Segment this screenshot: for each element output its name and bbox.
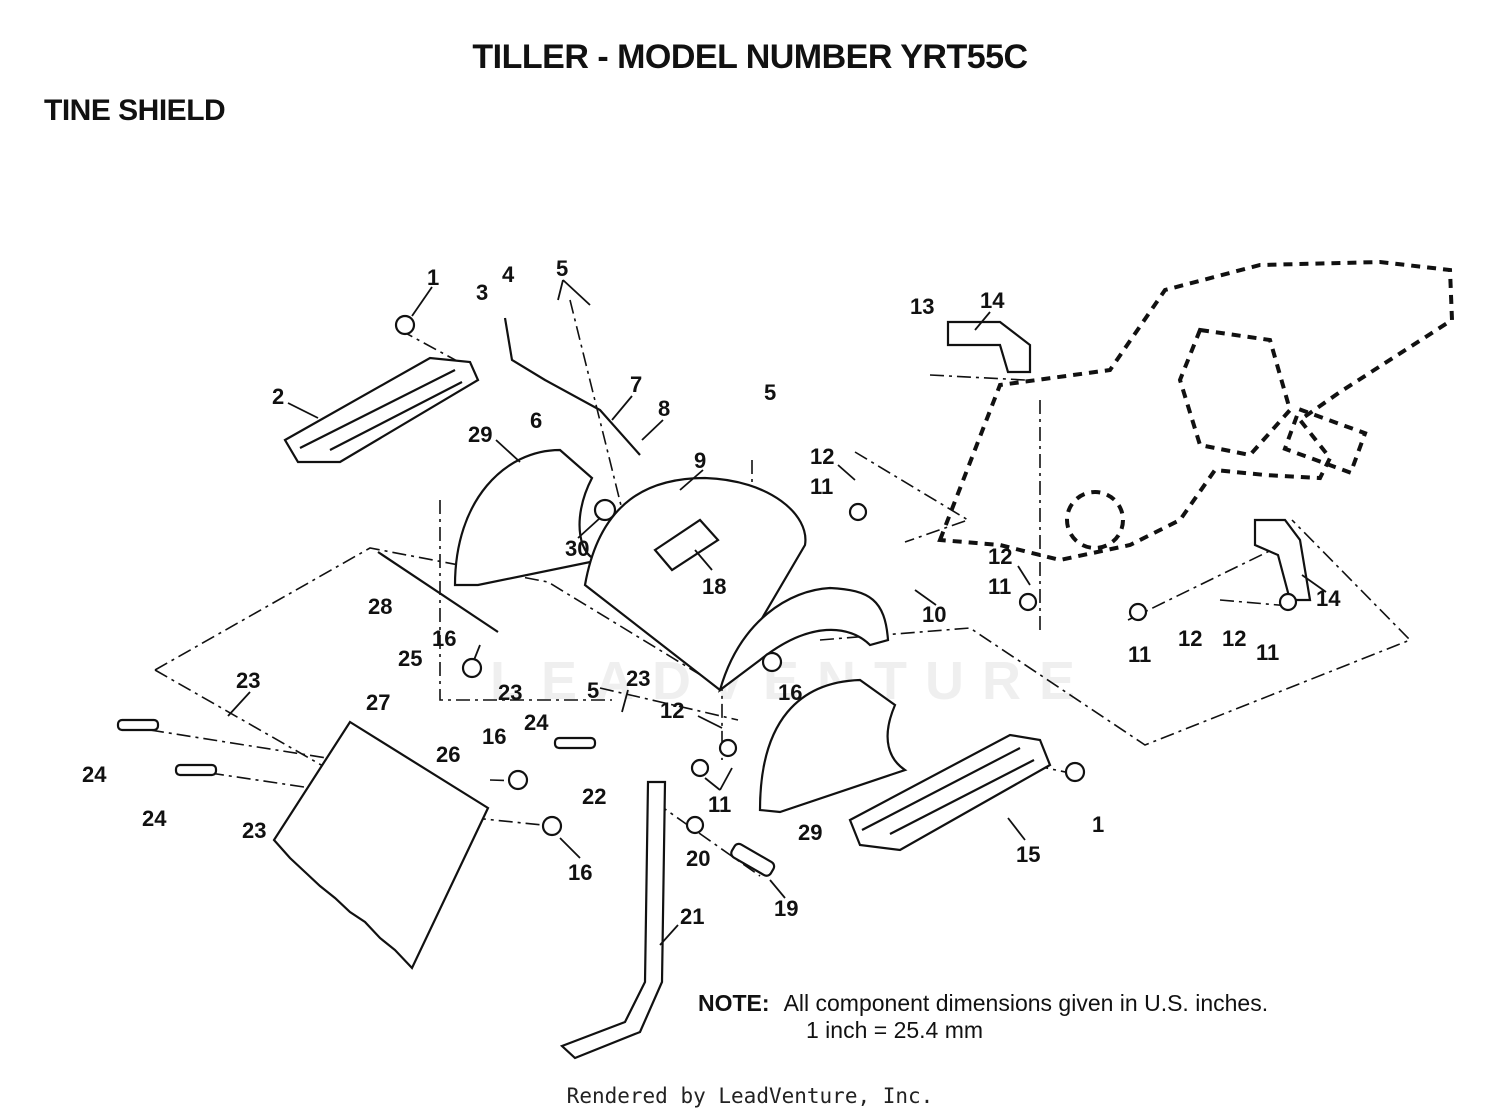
- note-line-2: 1 inch = 25.4 mm: [806, 1017, 984, 1043]
- callout-label: 23: [498, 680, 522, 705]
- callout-label: 16: [568, 860, 592, 885]
- hardware-nuts: [394, 314, 1298, 837]
- part-27-flap: [272, 720, 490, 970]
- part-24-bolts: [116, 718, 597, 777]
- callout-label: 23: [236, 668, 260, 693]
- callout-label: 5: [587, 678, 599, 703]
- callout-label: 14: [1316, 586, 1341, 611]
- callout-label: 2: [272, 384, 284, 409]
- callout-label: 23: [626, 666, 650, 691]
- callout-label: 26: [436, 742, 460, 767]
- note-label: NOTE:: [698, 990, 770, 1016]
- callout-label: 11: [1128, 642, 1151, 667]
- callout-label: 10: [922, 602, 946, 627]
- part-21-depth-bar: [559, 780, 667, 1060]
- part-9-tine-shield-hood: [583, 476, 890, 693]
- callout-label: 3: [476, 280, 488, 305]
- callout-label: 11: [810, 474, 833, 499]
- callout-label: 16: [482, 724, 506, 749]
- callout-label: 4: [502, 262, 515, 287]
- part-15-side-shield: [848, 733, 1052, 852]
- callout-label: 24: [142, 806, 167, 831]
- part-29-side-panel-left: [453, 448, 601, 587]
- assembly-guide-lines: [149, 299, 1412, 877]
- callout-label: 12: [988, 544, 1012, 569]
- callout-label: 29: [468, 422, 492, 447]
- callout-label: 5: [556, 256, 568, 281]
- callout-label: 14: [980, 288, 1005, 313]
- callout-label: 24: [524, 710, 549, 735]
- callout-label: 28: [368, 594, 392, 619]
- page-title: TILLER - MODEL NUMBER YRT55C: [472, 38, 1028, 76]
- callout-label: 25: [398, 646, 422, 671]
- callout-label: 12: [1222, 626, 1246, 651]
- callout-label: 18: [702, 574, 726, 599]
- callout-label: 20: [686, 846, 710, 871]
- note-line-1: All component dimensions given in U.S. i…: [783, 990, 1269, 1016]
- callout-label: 11: [988, 574, 1011, 599]
- callout-label: 30: [565, 536, 589, 561]
- callout-label: 22: [582, 784, 606, 809]
- part-29-side-panel-right: [758, 678, 908, 814]
- callout-label: 7: [630, 372, 642, 397]
- callout-label: 16: [432, 626, 456, 651]
- callout-label: 15: [1016, 842, 1040, 867]
- callout-label: 11: [1256, 640, 1279, 665]
- callout-label: 19: [774, 896, 798, 921]
- callout-labels: 1 2 3 4 5 6 7 8 29 9 5 30 18 13 14 12 11…: [82, 256, 1341, 929]
- callout-label: 1: [427, 265, 439, 290]
- callout-label: 21: [680, 904, 704, 929]
- section-title: TINE SHIELD: [44, 94, 226, 127]
- callout-label: 6: [530, 408, 542, 433]
- callout-label: 8: [658, 396, 670, 421]
- part-14-bracket-lower: [1253, 518, 1312, 602]
- callout-label: 12: [660, 698, 684, 723]
- callout-label: 27: [366, 690, 390, 715]
- callout-label: 9: [694, 448, 706, 473]
- callout-label: 13: [910, 294, 934, 319]
- callout-label: 12: [1178, 626, 1202, 651]
- leader-lines: [227, 279, 1327, 946]
- callout-label: 11: [708, 792, 731, 817]
- callout-label: 5: [764, 380, 776, 405]
- watermark-logo: LEADVENTURE: [490, 651, 1094, 711]
- part-19-spacer: [730, 842, 776, 877]
- part-3-link-rod: [503, 317, 641, 456]
- tiller-frame-phantom: [937, 259, 1455, 563]
- callout-label: 12: [810, 444, 834, 469]
- part-2-side-shield: [283, 356, 480, 464]
- callout-label: 23: [242, 818, 266, 843]
- callout-label: 16: [778, 680, 802, 705]
- footer-credit: Rendered by LeadVenture, Inc.: [566, 1084, 934, 1108]
- part-28-rod: [377, 551, 499, 633]
- dimensions-note: NOTE: All component dimensions given in U…: [698, 990, 1268, 1044]
- callout-label: 29: [798, 820, 822, 845]
- callout-label: 1: [1092, 812, 1104, 837]
- part-14-bracket-upper: [946, 320, 1032, 374]
- callout-label: 24: [82, 762, 107, 787]
